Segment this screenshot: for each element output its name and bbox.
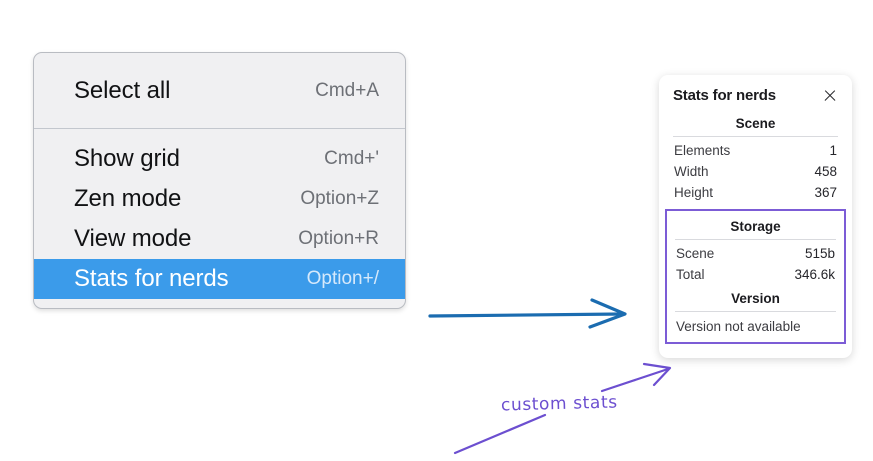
section-heading-scene: Scene bbox=[735, 116, 776, 131]
menu-item-label: Select all bbox=[74, 77, 171, 104]
version-section: Version Version not available bbox=[673, 285, 838, 336]
menu-item-stats-for-nerds[interactable]: Stats for nerds Option+/ bbox=[34, 259, 405, 299]
menu-group-selection: Select all Cmd+A bbox=[34, 53, 405, 128]
handwritten-annotation-label: custom stats bbox=[500, 392, 618, 416]
stat-value: 458 bbox=[814, 164, 837, 179]
menu-item-view-mode[interactable]: View mode Option+R bbox=[34, 219, 405, 259]
stat-value: 367 bbox=[814, 185, 837, 200]
menu-item-select-all[interactable]: Select all Cmd+A bbox=[34, 71, 405, 111]
menu-item-shortcut: Option+/ bbox=[306, 268, 379, 289]
version-value: Version not available bbox=[676, 319, 801, 334]
menu-item-label: Stats for nerds bbox=[74, 265, 229, 292]
stat-value: 1 bbox=[829, 143, 837, 158]
scene-section: Scene Elements 1 Width 458 Height 367 bbox=[671, 110, 840, 203]
close-icon[interactable] bbox=[822, 88, 838, 104]
stat-key: Scene bbox=[676, 246, 715, 261]
menu-item-shortcut: Option+R bbox=[298, 228, 379, 249]
stat-key: Total bbox=[676, 267, 705, 282]
section-divider bbox=[675, 239, 836, 240]
canvas-context-menu[interactable]: Select all Cmd+A Show grid Cmd+' Zen mod… bbox=[33, 52, 406, 309]
menu-item-shortcut: Cmd+' bbox=[324, 148, 379, 169]
section-divider bbox=[673, 136, 838, 137]
blue-arrow bbox=[428, 298, 627, 329]
menu-item-show-grid[interactable]: Show grid Cmd+' bbox=[34, 139, 405, 179]
stat-row-width: Width 458 bbox=[671, 161, 840, 182]
menu-separator bbox=[34, 128, 405, 129]
section-heading-version: Version bbox=[731, 291, 780, 306]
stat-row-storage-total: Total 346.6k bbox=[673, 264, 838, 285]
menu-item-shortcut: Option+Z bbox=[300, 188, 379, 209]
menu-item-label: View mode bbox=[74, 225, 192, 252]
menu-group-view: Show grid Cmd+' Zen mode Option+Z View m… bbox=[34, 129, 405, 308]
stat-key: Elements bbox=[674, 143, 731, 158]
section-divider bbox=[675, 311, 836, 312]
purple-arrow-tail bbox=[453, 413, 547, 455]
stat-row-storage-scene: Scene 515b bbox=[673, 243, 838, 264]
stat-value: 346.6k bbox=[794, 267, 835, 282]
stat-row-height: Height 367 bbox=[671, 182, 840, 203]
stat-key: Width bbox=[674, 164, 709, 179]
menu-item-shortcut: Cmd+A bbox=[315, 80, 379, 101]
panel-title: Stats for nerds bbox=[673, 87, 776, 104]
purple-arrow-upper bbox=[600, 362, 672, 393]
stat-row-elements: Elements 1 bbox=[671, 140, 840, 161]
menu-item-zen-mode[interactable]: Zen mode Option+Z bbox=[34, 179, 405, 219]
custom-stats-highlight-box: Storage Scene 515b Total 346.6k Version … bbox=[665, 209, 846, 344]
stats-for-nerds-panel: Stats for nerds Scene Elements 1 Width 4… bbox=[659, 75, 852, 358]
storage-section: Storage Scene 515b Total 346.6k bbox=[673, 213, 838, 285]
stat-key: Height bbox=[674, 185, 714, 200]
panel-header: Stats for nerds bbox=[671, 85, 840, 110]
menu-item-label: Show grid bbox=[74, 145, 180, 172]
menu-item-label: Zen mode bbox=[74, 185, 182, 212]
stat-value: 515b bbox=[804, 246, 835, 261]
section-heading-storage: Storage bbox=[730, 219, 781, 234]
